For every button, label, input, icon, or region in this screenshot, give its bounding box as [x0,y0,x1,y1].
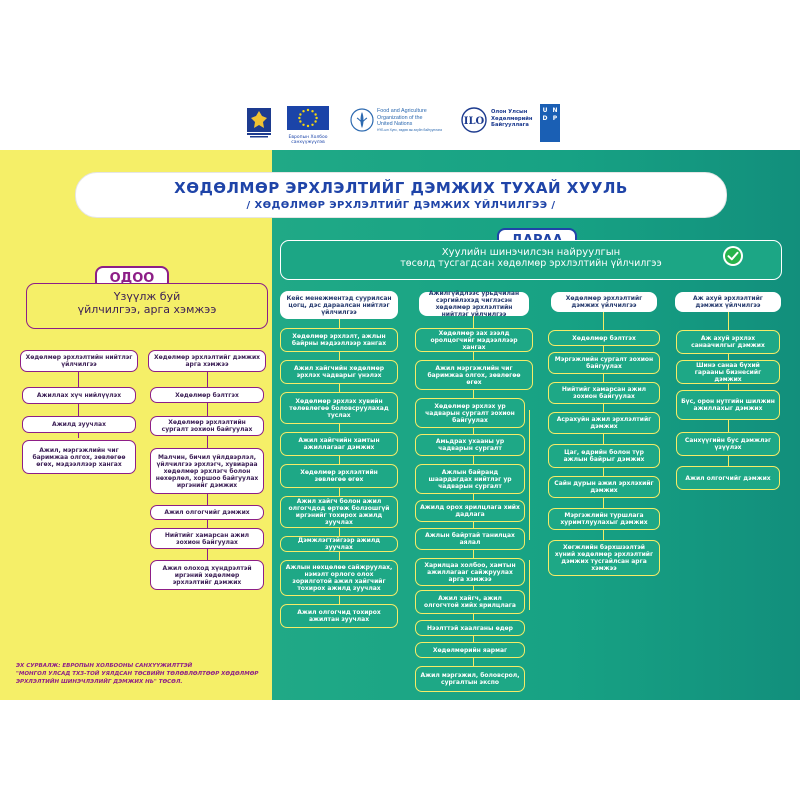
now-col2-item: Хөдөлмөр бэлтгэх [150,387,264,403]
logo-bar: Европын Холбоо санхүүжүүлэв Food and Agr… [0,0,800,150]
after-col3-item: Цаг, өдрийн болон түр ажлын байрыг дэмжи… [548,444,660,468]
bottom-margin [0,700,800,800]
after-col4-item: Ажил олгогчийг дэмжих [676,466,780,490]
after-col4-item: Санхүүгийн бус дэмжлэг үзүүлэх [676,432,780,456]
after-heading: Хуулийн шинэчилсэн найруулгын төсөлд тус… [280,240,782,280]
after-col1-item: Хөдөлмөр эрхлэх хувийн төлөвлөгөө боловс… [280,392,398,424]
after-col3-item: Сайн дурын ажил эрхлэхийг дэмжих [548,476,660,498]
after-col1-item: Ажлын нөхцөлөө сайжруулах, нэмэлт орлого… [280,560,398,596]
after-col2-item: Ажлын байртай танилцах аялал [415,528,525,550]
after-col1-item: Ажил хайгчийн хөдөлмөр эрхлэх чадварыг ү… [280,360,398,384]
after-col2-item: Ажил мэргэжил, боловсрол, сургалтын эксп… [415,666,525,692]
after-col3-item: Нийтийг хамарсан ажил зохион байгуулах [548,382,660,404]
after-col4-head: Аж ахуй эрхлэлтийг дэмжих үйлчилгээ [675,292,781,312]
now-tag-label: ОДОО [109,270,155,286]
after-col1-item: Хөдөлмөр эрхлэлтийн зөвлөгөө өгөх [280,464,398,488]
after-col2-connector [473,316,474,676]
svg-text:N: N [552,107,557,114]
ilo-logo-line3: Байгууллага [491,122,529,128]
fao-logo-sub: НҮБ-ын Хүнс, хөдөө аж ахуйн байгууллага [377,127,442,132]
footnote-line2: "МОНГОЛ УЛСАД ТХЗ-ТОЙ УЯЛДСАН ТӨСВИЙН ТӨ… [16,671,259,677]
eu-logo-caption: Европын Холбоо санхүүжүүлэв [288,135,328,145]
after-col1-head: Кейс менежментэд суурилсан цогц, дэс дар… [280,291,398,319]
title-box: ХӨДӨЛМӨР ЭРХЛЭЛТИЙГ ДЭМЖИХ ТУХАЙ ХУУЛЬ /… [75,172,727,218]
now-col1-item: Ажилд зуучлах [22,416,136,433]
eu-logo: Европын Холбоо санхүүжүүлэв [287,106,329,145]
svg-text:P: P [553,115,558,122]
after-col3-item: Мэргэжлийн сургалт зохион байгуулах [548,352,660,374]
after-col2-item: Хөдөлмөр зах зээлд оролцогчийг мэдээллээ… [415,328,533,352]
now-col1-connector [78,372,79,438]
now-heading: Үзүүлж буй үйлчилгээ, арга хэмжээ [26,283,268,329]
after-col2-item: Харилцаа холбоо, хамтын ажиллагааг сайжр… [415,558,525,586]
after-col2-bracket [529,410,530,540]
now-col1-item: Ажил, мэргэжлийн чиг баримжаа олгох, зөв… [22,440,136,474]
ilo-logo-line1: Олон Улсын [491,109,528,115]
after-col3-head: Хөдөлмөр эрхлэлтийг дэмжих үйлчилгээ [551,292,657,312]
now-heading-line2: үйлчилгээ, арга хэмжээ [77,303,217,316]
svg-text:U: U [543,107,548,114]
after-col1-item: Ажил хайгчийн хамтын ажиллагааг дэмжих [280,432,398,456]
after-col3-item: Хөдөлмөр бэлтгэх [548,330,660,346]
now-col1-head: Хөдөлмөр эрхлэлтийн нийтлэг үйлчилгээ [20,350,138,372]
mongolia-emblem-logo [243,106,275,140]
after-col2-item: Ажлын байранд шаардагдах нийтлэг ур чадв… [415,464,525,494]
after-col2-item: Ажил мэргэжлийн чиг баримжаа олгох, зөвл… [415,360,533,390]
after-col2-item: Нээлттэй хаалганы өдөр [415,620,525,636]
after-col2-item: Хөдөлмөрийн яармаг [415,642,525,658]
main-title: ХӨДӨЛМӨР ЭРХЛЭЛТИЙГ ДЭМЖИХ ТУХАЙ ХУУЛЬ [174,179,628,197]
check-circle-icon [722,245,744,267]
fao-logo-line3: United Nations [377,121,413,127]
after-col2-item: Ажил хайгч, ажил олгогчтой хийх ярилцлаг… [415,590,525,614]
after-heading-line2: төсөлд тусгагдсан хөдөлмөр эрхлэлтийн үй… [400,258,662,269]
after-col1-item: Ажил хайгч болон ажил олгогчдод өртөж бо… [280,496,398,528]
after-col1-item: Ажил олгогчид тохирох ажилтан зуучлах [280,604,398,628]
ilo-logo-line2: Хөдөлмөрийн [491,115,533,122]
fao-logo: Food and Agriculture Organization of the… [350,106,445,140]
fao-logo-line2: Organization of the [377,114,423,121]
after-col2-item: Ажилд орох ярилцлага хийх дадлага [415,500,525,522]
now-col2-item: Хөдөлмөр эрхлэлтийн сургалт зохион байгу… [150,416,264,436]
after-col2-head: Ажилгүйдлээс урьдчилан сэргийлэхэд чиглэ… [419,290,529,318]
now-col2-head: Хөдөлмөр эрхлэлтийг дэмжих арга хэмжээ [148,350,266,372]
after-col2-bracket [529,560,530,610]
after-col1-item: Хөдөлмөр эрхлэлт, ажлын байрны мэдээллээ… [280,328,398,352]
now-col2-item: Нийтийг хамарсан ажил зохион байгуулах [150,528,264,549]
ilo-logo: ILO Олон Улсын Хөдөлмөрийн Байгууллага [460,106,533,140]
footnote-line3: ЭРХЛЭЛТИЙН ШИНЭЧЛЭЛИЙГ ДЭМЖИХ НЬ" ТӨСӨЛ. [16,679,183,685]
after-col4-item: Аж ахуй эрхлэх санаачилгыг дэмжих [676,330,780,354]
after-col3-item: Асрахуйн ажил эрхлэлтийг дэмжих [548,412,660,434]
after-col3-item: Хөгжлийн бэрхшээлтэй хүний хөдөлмөр эрхл… [548,540,660,576]
now-col2-item: Малчин, бичил үйлдвэрлэл, үйлчилгээ эрхл… [150,448,264,494]
after-col1-item: Дэмжлэгтэйгээр ажилд зуучлах [280,536,398,552]
now-col2-item: Ажил олоход хүндрэлтэй иргэний хөдөлмөр … [150,560,264,590]
now-heading-line1: Үзүүлж буй [113,290,181,303]
after-heading-line1: Хуулийн шинэчилсэн найруулгын [441,247,621,258]
after-col3-item: Мэргэжлийн туршлага хуримтлуулахыг дэмжи… [548,508,660,530]
subtitle: / ХӨДӨЛМӨР ЭРХЛЭЛТИЙГ ДЭМЖИХ ҮЙЛЧИЛГЭЭ / [246,200,556,211]
now-col1-item: Ажиллах хүч нийлүүлэх [22,387,136,404]
footnote-line1: ЭХ СУРВАЛЖ: ЕВРОПЫН ХОЛБООНЫ САНХҮҮЖИЛТТ… [16,663,193,669]
fao-logo-line1: Food and Agriculture [377,108,427,114]
after-col2-item: Хөдөлмөр эрхлэх ур чадварын сургалт зохи… [415,398,525,428]
after-col4-item: Шинэ санаа бүхий гарааны бизнесийг дэмжи… [676,360,780,384]
now-col2-item: Ажил олгогчийг дэмжих [150,505,264,520]
svg-text:ILO: ILO [464,116,485,127]
after-col3-connector [603,312,604,570]
after-col4-item: Бүс, орон нутгийн шилжин ажиллахыг дэмжи… [676,390,780,420]
after-col2-item: Амьдрах ухааны ур чадварын сургалт [415,434,525,456]
svg-text:D: D [543,115,548,122]
footnote: ЭХ СУРВАЛЖ: ЕВРОПЫН ХОЛБООНЫ САНХҮҮЖИЛТТ… [16,662,266,686]
